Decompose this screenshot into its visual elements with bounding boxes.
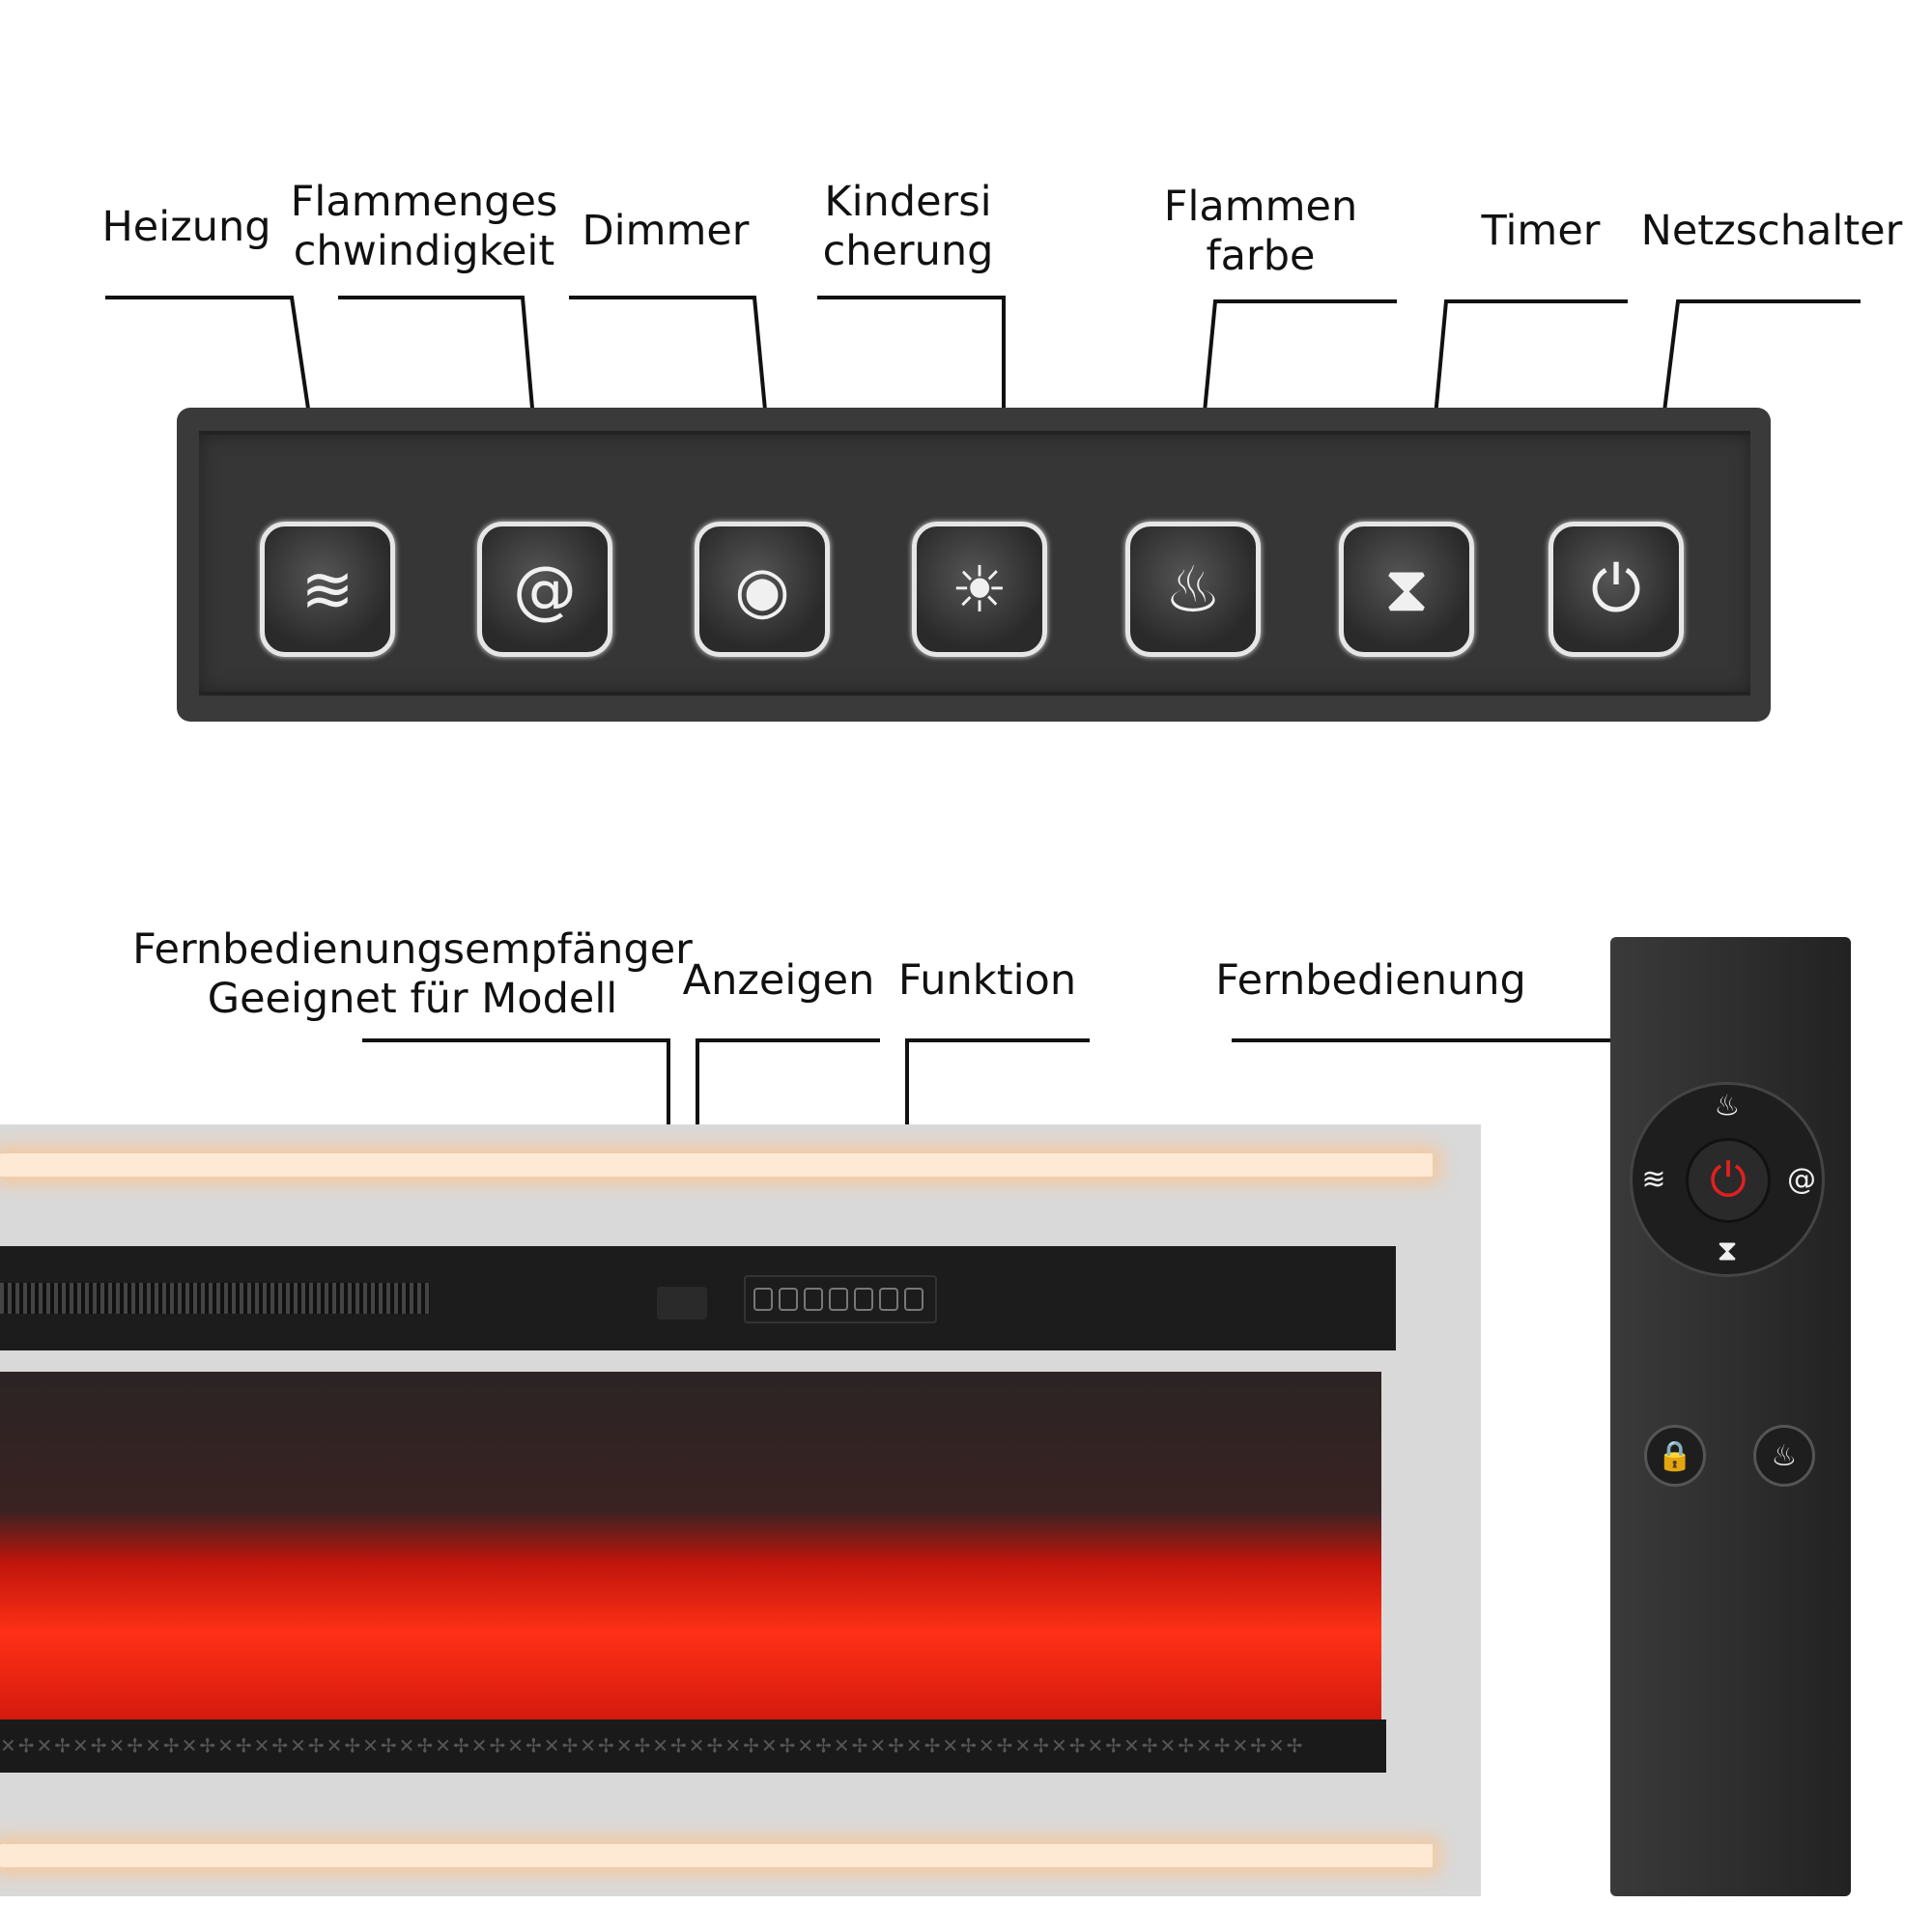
power-icon: ⏻	[1590, 551, 1642, 626]
heater-vent	[0, 1283, 430, 1314]
mini-button[interactable]	[854, 1288, 873, 1311]
label-line: Fernbedienungsempfänger	[132, 925, 693, 974]
hourglass-icon[interactable]: ⧗	[1717, 1234, 1738, 1268]
label-line: cherung	[822, 227, 994, 275]
flame-color-button[interactable]: ♨	[1125, 522, 1261, 657]
led-strip-top	[0, 1153, 1433, 1177]
timer-button[interactable]: ⧗	[1339, 522, 1474, 657]
label-line: chwindigkeit	[293, 227, 555, 275]
spiral-icon[interactable]: @	[1787, 1162, 1816, 1197]
label-line: Kindersi	[824, 178, 992, 226]
heat-waves-icon[interactable]: ≋	[1641, 1162, 1666, 1197]
label-anzeigen: Anzeigen	[682, 956, 875, 1005]
heat-waves-icon: ≋	[300, 552, 355, 627]
mini-button[interactable]	[804, 1288, 823, 1311]
label-dimmer: Dimmer	[582, 207, 750, 255]
flame-icon[interactable]: ♨	[1714, 1089, 1741, 1123]
power-icon: ⏻	[1710, 1152, 1747, 1208]
fireplace-top-bar	[0, 1246, 1396, 1350]
heater-button[interactable]: ≋	[260, 522, 395, 657]
mini-button[interactable]	[779, 1288, 798, 1311]
flame-icon: ♨	[1164, 552, 1222, 627]
remote-power-button[interactable]: ⏻	[1686, 1138, 1771, 1223]
label-heizung: Heizung	[101, 203, 271, 251]
label-line: farbe	[1206, 232, 1316, 280]
hearth-trim: ✕✢✕✢✕✢✕✢✕✢✕✢✕✢✕✢✕✢✕✢✕✢✕✢✕✢✕✢✕✢✕✢✕✢✕✢✕✢✕✢…	[0, 1719, 1386, 1773]
remote-control: ♨ ≋ @ ⧗ ⏻ 🔒 ♨	[1610, 937, 1851, 1896]
control-panel-face: ≋ @ ◉ ☀ ♨ ⧗ ⏻	[199, 431, 1750, 696]
label-line: Flammenges	[290, 178, 558, 226]
flame-speed-button[interactable]: @	[477, 522, 612, 657]
mini-button[interactable]	[879, 1288, 898, 1311]
sunrise-icon: ☀	[951, 552, 1009, 627]
control-panel: ≋ @ ◉ ☀ ♨ ⧗ ⏻	[177, 408, 1771, 722]
label-netzschalter: Netzschalter	[1640, 207, 1903, 255]
mini-button[interactable]	[753, 1288, 773, 1311]
flame-icon: ♨	[1771, 1438, 1798, 1473]
hourglass-icon: ⧗	[1383, 551, 1430, 626]
mini-button[interactable]	[904, 1288, 923, 1311]
firebox-flames	[0, 1372, 1381, 1719]
spiral-icon: @	[513, 552, 577, 627]
dimmer-button[interactable]: ◉	[695, 522, 830, 657]
mini-control-panel	[744, 1275, 937, 1323]
flame-circle-icon: ◉	[734, 552, 790, 627]
lock-icon: 🔒	[1657, 1438, 1693, 1473]
label-timer: Timer	[1481, 207, 1601, 255]
mini-button[interactable]	[829, 1288, 848, 1311]
child-lock-button[interactable]: ☀	[912, 522, 1047, 657]
remote-dial: ♨ ≋ @ ⧗ ⏻	[1630, 1082, 1825, 1277]
label-line: Geeignet für Modell	[207, 975, 618, 1023]
led-strip-bottom	[0, 1844, 1433, 1867]
remote-flame-button[interactable]: ♨	[1753, 1425, 1815, 1487]
label-funktion: Funktion	[897, 956, 1077, 1005]
remote-receiver	[657, 1287, 707, 1320]
remote-lock-button[interactable]: 🔒	[1644, 1425, 1706, 1487]
label-line: Flammen	[1163, 183, 1358, 231]
power-button[interactable]: ⏻	[1548, 522, 1684, 657]
label-fernbedienung: Fernbedienung	[1215, 956, 1526, 1005]
